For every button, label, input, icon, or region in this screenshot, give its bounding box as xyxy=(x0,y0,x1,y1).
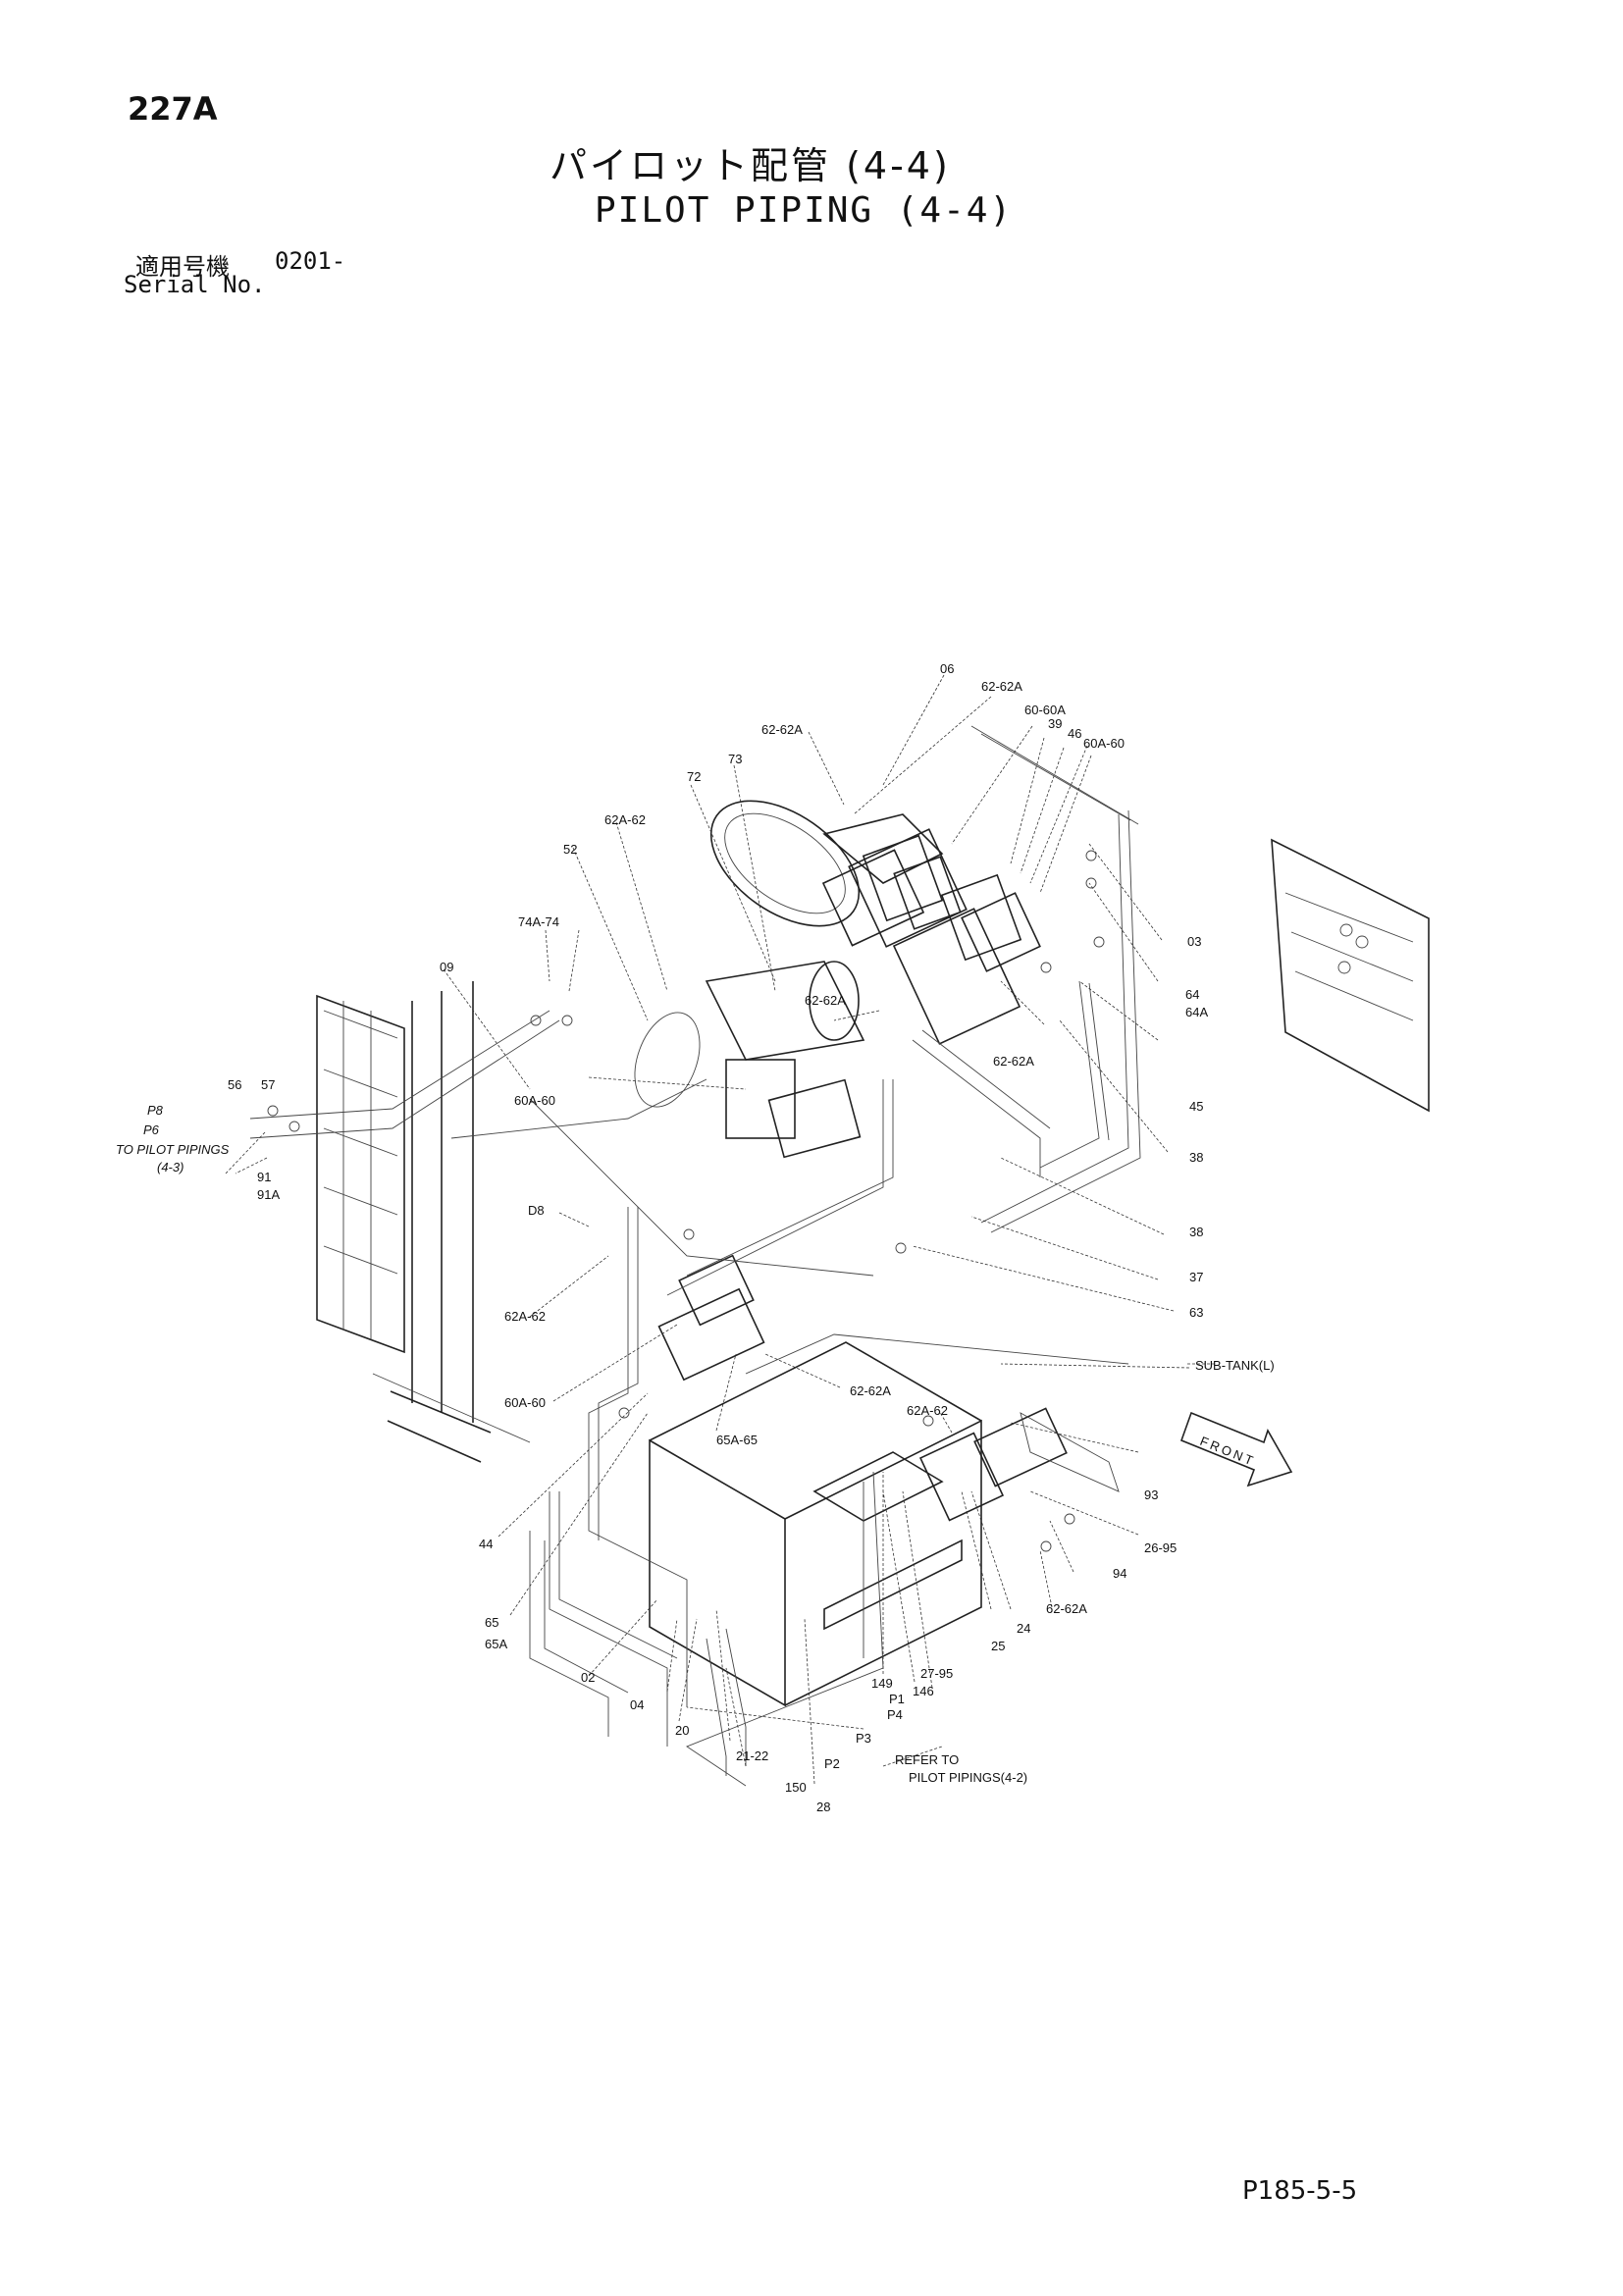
callout-label: 93 xyxy=(1144,1487,1158,1502)
callout-label: 62A-62 xyxy=(504,1309,546,1324)
callout-label: 39 xyxy=(1048,716,1062,731)
callout-label: 44 xyxy=(479,1537,493,1551)
pilot-manifold xyxy=(918,1407,1120,1522)
inset-view xyxy=(1271,838,1430,1113)
callout-label: 62A-62 xyxy=(604,812,646,827)
callout-label: 46 xyxy=(1068,726,1081,741)
callout-label: 52 xyxy=(563,842,577,857)
callout-label: 62-62A xyxy=(805,993,846,1008)
frame-columns xyxy=(372,981,531,1463)
refer-to-label: REFER TO xyxy=(895,1752,959,1767)
callout-label: P1 xyxy=(889,1692,905,1706)
callout-label: P2 xyxy=(824,1756,840,1771)
callout-label: 60-60A xyxy=(1024,703,1066,717)
front-arrow xyxy=(1179,1411,1293,1487)
callout-label: 74A-74 xyxy=(518,914,559,929)
callout-label: 60A-60 xyxy=(1083,736,1125,751)
callout-label: D8 xyxy=(528,1203,545,1218)
callout-label: 62-62A xyxy=(993,1054,1034,1069)
callout-label: 65A xyxy=(485,1637,507,1651)
callout-label: 64A xyxy=(1185,1005,1208,1019)
valve-block-middle xyxy=(657,1254,765,1382)
callout-label: 62-62A xyxy=(981,679,1022,694)
callout-label: 62A-62 xyxy=(907,1403,948,1418)
callout-label: 26-95 xyxy=(1144,1540,1177,1555)
callout-label: 21-22 xyxy=(736,1748,768,1763)
callout-label: 73 xyxy=(728,752,742,766)
serial-label-japanese: 適用号機 xyxy=(135,253,230,281)
callout-label: 62-62A xyxy=(850,1383,891,1398)
callout-label: P3 xyxy=(856,1731,871,1746)
callout-label: 150 xyxy=(785,1780,807,1795)
callout-label: 09 xyxy=(440,960,453,974)
callout-label: 94 xyxy=(1113,1566,1126,1581)
callout-label: 64 xyxy=(1185,987,1199,1002)
callout-label: 62-62A xyxy=(1046,1601,1087,1616)
pump-assembly xyxy=(634,800,1022,1159)
callout-label: 65A-65 xyxy=(716,1433,758,1447)
callout-label: 04 xyxy=(630,1697,644,1712)
callout-label: 38 xyxy=(1189,1225,1203,1239)
callout-label: 37 xyxy=(1189,1270,1203,1284)
callout-label: 65 xyxy=(485,1615,498,1630)
callout-label: 91A xyxy=(257,1187,280,1202)
control-valves xyxy=(821,828,1041,1045)
callout-label: 60A-60 xyxy=(504,1395,546,1410)
refer-to-target: PILOT PIPINGS(4-2) xyxy=(909,1770,1027,1785)
callout-label: 24 xyxy=(1017,1621,1030,1636)
page-number: 227A xyxy=(128,90,218,128)
callout-label: 91 xyxy=(257,1170,271,1184)
serial-number-value: 0201- xyxy=(275,247,346,275)
callout-label: 06 xyxy=(940,661,954,676)
title-english: PILOT PIPING (4-4) xyxy=(595,190,1014,231)
callout-label: 62-62A xyxy=(761,722,803,737)
pilot-pipes xyxy=(249,725,1141,1787)
callout-label: 146 xyxy=(913,1684,934,1698)
label-p6: P6 xyxy=(143,1122,160,1137)
callout-label: 72 xyxy=(687,769,701,784)
serial-label-english: Serial No. xyxy=(124,271,266,298)
title-japanese: パイロット配管 (4-4) xyxy=(550,144,951,187)
callout-label: 27-95 xyxy=(920,1666,953,1681)
callout-label: SUB-TANK(L) xyxy=(1195,1358,1275,1373)
to-pilot-pipings-label: TO PILOT PIPINGS xyxy=(116,1142,230,1157)
callout-label: 57 xyxy=(261,1077,275,1092)
callout-label: 60A-60 xyxy=(514,1093,555,1108)
callout-label: 45 xyxy=(1189,1099,1203,1114)
callout-label: 03 xyxy=(1187,934,1201,949)
document-code: P185-5-5 xyxy=(1242,2176,1358,2206)
cab-panel xyxy=(316,994,405,1354)
callout-label: 56 xyxy=(228,1077,241,1092)
callout-label: 149 xyxy=(871,1676,893,1691)
label-p8: P8 xyxy=(147,1103,164,1118)
leader-lines xyxy=(225,674,1217,1785)
callout-label: 63 xyxy=(1189,1305,1203,1320)
callouts: 06 62-62A 60-60A 39 46 60A-60 62-62A 72 … xyxy=(228,661,1275,1814)
left-pipe-labels: P8 P6 TO PILOT PIPINGS (4-3) xyxy=(116,1103,230,1174)
callout-label: 02 xyxy=(581,1670,595,1685)
callout-label: 28 xyxy=(816,1800,830,1814)
callout-label: P4 xyxy=(887,1707,903,1722)
sub-tank xyxy=(649,1341,982,1707)
callout-label: 20 xyxy=(675,1723,689,1738)
callout-label: 38 xyxy=(1189,1150,1203,1165)
fittings xyxy=(267,850,1105,1552)
to-pilot-pipings-ref: (4-3) xyxy=(157,1160,183,1174)
callout-label: 25 xyxy=(991,1639,1005,1653)
